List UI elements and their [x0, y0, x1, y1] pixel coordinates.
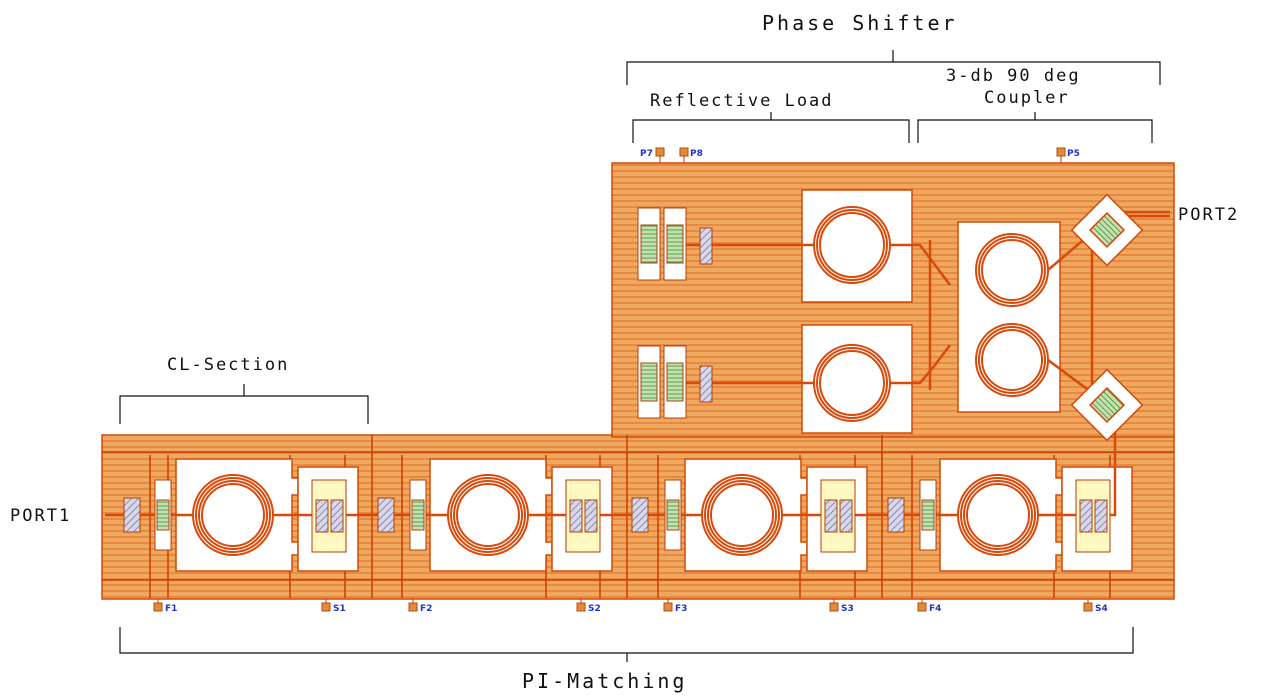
label-cl-section: CL-Section [167, 355, 289, 375]
pin-label-f2: F2 [420, 604, 432, 614]
pin-label-s2: S2 [588, 604, 601, 614]
device-blocks [123, 207, 1111, 553]
label-pi-matching: PI-Matching [522, 669, 687, 693]
cavity-cell3-inductor [684, 458, 808, 572]
bracket-coupler [917, 112, 1153, 143]
inductor-cell3 [701, 474, 783, 556]
pin-label-p8: P8 [690, 149, 703, 159]
bracket-pi-matching [119, 627, 1134, 662]
label-port2: PORT2 [1178, 205, 1239, 225]
label-coupler-line2: Coupler [984, 88, 1070, 108]
pin-label-s1: S1 [333, 604, 346, 614]
bracket-cl-section [119, 384, 369, 424]
cavity-coupler [957, 221, 1061, 413]
pin-label-p7: P7 [640, 149, 653, 159]
annotation-brackets [119, 50, 1161, 662]
bracket-reflective-load [632, 112, 910, 143]
pin-label-f3: F3 [675, 604, 687, 614]
pin-label-f4: F4 [929, 604, 941, 614]
pin-label-s4: S4 [1095, 604, 1108, 614]
label-coupler-line1: 3-db 90 deg [946, 66, 1081, 86]
bracket-phase-shifter [626, 50, 1161, 85]
label-reflective-load: Reflective Load [650, 91, 834, 111]
pin-leads [157, 156, 1089, 603]
label-port1: PORT1 [10, 506, 71, 526]
label-phase-shifter: Phase Shifter [762, 11, 958, 35]
pin-label-f1: F1 [165, 604, 177, 614]
cavity-cell1-inductor [175, 458, 299, 572]
pin-label-p5: P5 [1067, 149, 1080, 159]
coupler-corner-pads [1070, 193, 1144, 442]
pin-label-s3: S3 [841, 604, 854, 614]
